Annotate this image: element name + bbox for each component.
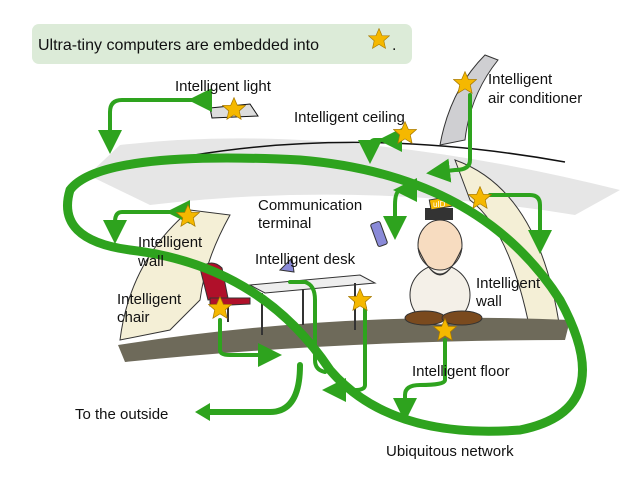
floor <box>118 317 570 362</box>
phone-icon <box>370 221 388 247</box>
ubiquitous-network-ring <box>63 153 587 436</box>
uid-tag: uID <box>433 200 446 209</box>
title-suffix: . <box>392 37 396 54</box>
label-aircon-1: Intelligent <box>488 71 553 88</box>
label-light: Intelligent light <box>175 78 272 95</box>
label-chair-2: chair <box>117 309 150 326</box>
network-links <box>98 88 552 422</box>
label-desk: Intelligent desk <box>255 251 356 268</box>
label-terminal-1: Communication <box>258 197 362 214</box>
title-box: Ultra-tiny computers are embedded into . <box>32 24 412 64</box>
label-network: Ubiquitous network <box>386 443 514 460</box>
label-aircon-2: air conditioner <box>488 90 582 107</box>
star-icon-desk <box>348 288 372 311</box>
label-wall-left-1: Intelligent <box>138 234 203 251</box>
label-outside: To the outside <box>75 406 168 423</box>
label-ceiling: Intelligent ceiling <box>294 109 405 126</box>
label-wall-left-2: wall <box>137 253 164 270</box>
title-text: Ultra-tiny computers are embedded into <box>38 37 319 54</box>
arrow-icon <box>195 403 210 421</box>
person: uID <box>370 195 483 326</box>
label-wall-right-2: wall <box>475 293 502 310</box>
label-floor: Intelligent floor <box>412 363 510 380</box>
label-terminal-2: terminal <box>258 215 311 232</box>
label-wall-right-1: Intelligent <box>476 275 541 292</box>
label-chair-1: Intelligent <box>117 291 182 308</box>
